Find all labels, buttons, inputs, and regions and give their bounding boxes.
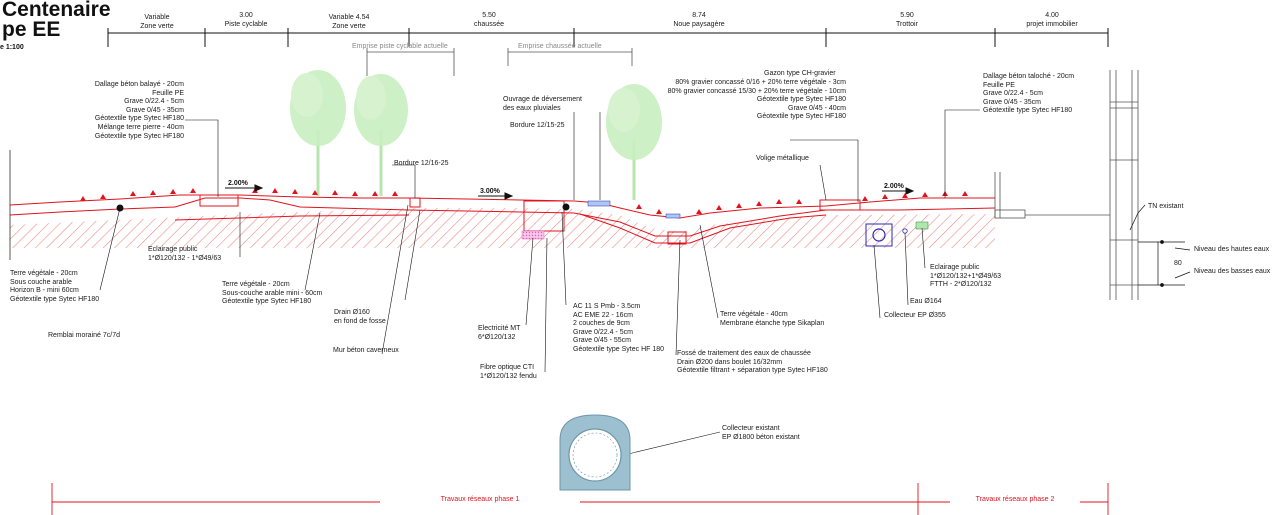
- phase-lines: [51, 483, 1109, 515]
- emprise-piste-label: Emprise piste cyclable actuelle: [352, 43, 448, 50]
- building-structure: [994, 70, 1139, 300]
- existing-collector: [559, 414, 631, 491]
- label-bordure-mid: Bordure 12/15-25: [510, 122, 565, 129]
- label-electricite: Electricité MT 6*Ø120/132: [478, 325, 521, 341]
- label-drain: Drain Ø160 en fond de fosse: [334, 309, 386, 325]
- label-terre-left: Terre végétale - 20cm Sous couche arable…: [10, 270, 100, 303]
- water-levels: [1129, 204, 1191, 287]
- emprise-lines: [366, 48, 633, 76]
- label-terre-mid: Terre végétale - 20cm Sous-couche arable…: [222, 281, 323, 306]
- emprise-chaussee-label: Emprise chaussée actuelle: [518, 43, 602, 50]
- surface-profile: [9, 194, 996, 245]
- label-dim-80: 80: [1174, 260, 1182, 267]
- phase-2-label: Travaux réseaux phase 2: [950, 496, 1080, 505]
- tree-2: [354, 74, 408, 196]
- label-ouvrage: Ouvrage de déversement des eaux pluviale…: [503, 96, 582, 112]
- surface-markers: [80, 188, 968, 214]
- label-tn-existant: TN existant: [1148, 203, 1184, 210]
- trees: [290, 70, 662, 200]
- label-fosse: Fossé de traitement des eaux de chaussée…: [677, 350, 828, 375]
- label-volige: Volige métallique: [756, 155, 809, 162]
- ground-hatch: [10, 208, 995, 248]
- label-bordure-left: Bordure 12/16-25: [394, 160, 449, 167]
- label-niveau-hautes: Niveau des hautes eaux: [1194, 246, 1270, 253]
- page-subtitle: pe EE: [2, 18, 61, 41]
- label-eau: Eau Ø164: [910, 298, 942, 305]
- label-dallage-left: Dallage béton balayé - 20cm Feuille PE G…: [94, 81, 184, 140]
- slope-2: 3.00%: [480, 188, 500, 195]
- slope-1: 2.00%: [228, 180, 248, 187]
- label-fibre: Fibre optique CTI 1*Ø120/132 fendu: [480, 364, 537, 380]
- label-collecteur-ep: Collecteur EP Ø355: [884, 312, 946, 319]
- slope-3: 2.00%: [884, 183, 904, 190]
- tree-3: [606, 84, 662, 200]
- label-collecteur-existant: Collecteur existant EP Ø1800 béton exist…: [722, 425, 800, 441]
- label-gazon: Gazon type CH-gravier: [764, 70, 836, 77]
- label-ac: AC 11 S Pmb - 3.5cm AC EME 22 - 16cm 2 c…: [573, 303, 665, 353]
- label-terre-noue: Terre végétale - 40cm Membrane étanche t…: [720, 311, 825, 327]
- label-mur: Mur béton caverneux: [333, 347, 399, 354]
- label-eclairage-left: Eclairage public 1*Ø120/132 - 1*Ø49/63: [148, 246, 222, 262]
- phase-1-label: Travaux réseaux phase 1: [380, 496, 580, 505]
- label-niveau-basses: Niveau des basses eaux: [1194, 268, 1271, 275]
- page-title: Centenaire: [2, 0, 111, 21]
- tree-1: [290, 70, 346, 196]
- label-eclairage-right: Eclairage public 1*Ø120/132+1*Ø49/63 FTT…: [930, 264, 1002, 289]
- label-remblai: Remblai morainé 7c/7d: [48, 332, 120, 339]
- label-dallage-right: Dallage béton taloché - 20cm Feuille PE …: [983, 73, 1075, 115]
- scale-label: e 1:100: [0, 44, 24, 51]
- slope-arrows: [225, 184, 915, 200]
- leader-lines: [99, 109, 980, 456]
- dimension-line-top: [107, 28, 1109, 47]
- label-gravier: 80% gravier concassé 0/16 + 20% terre vé…: [667, 79, 846, 121]
- ducts: [116, 200, 929, 247]
